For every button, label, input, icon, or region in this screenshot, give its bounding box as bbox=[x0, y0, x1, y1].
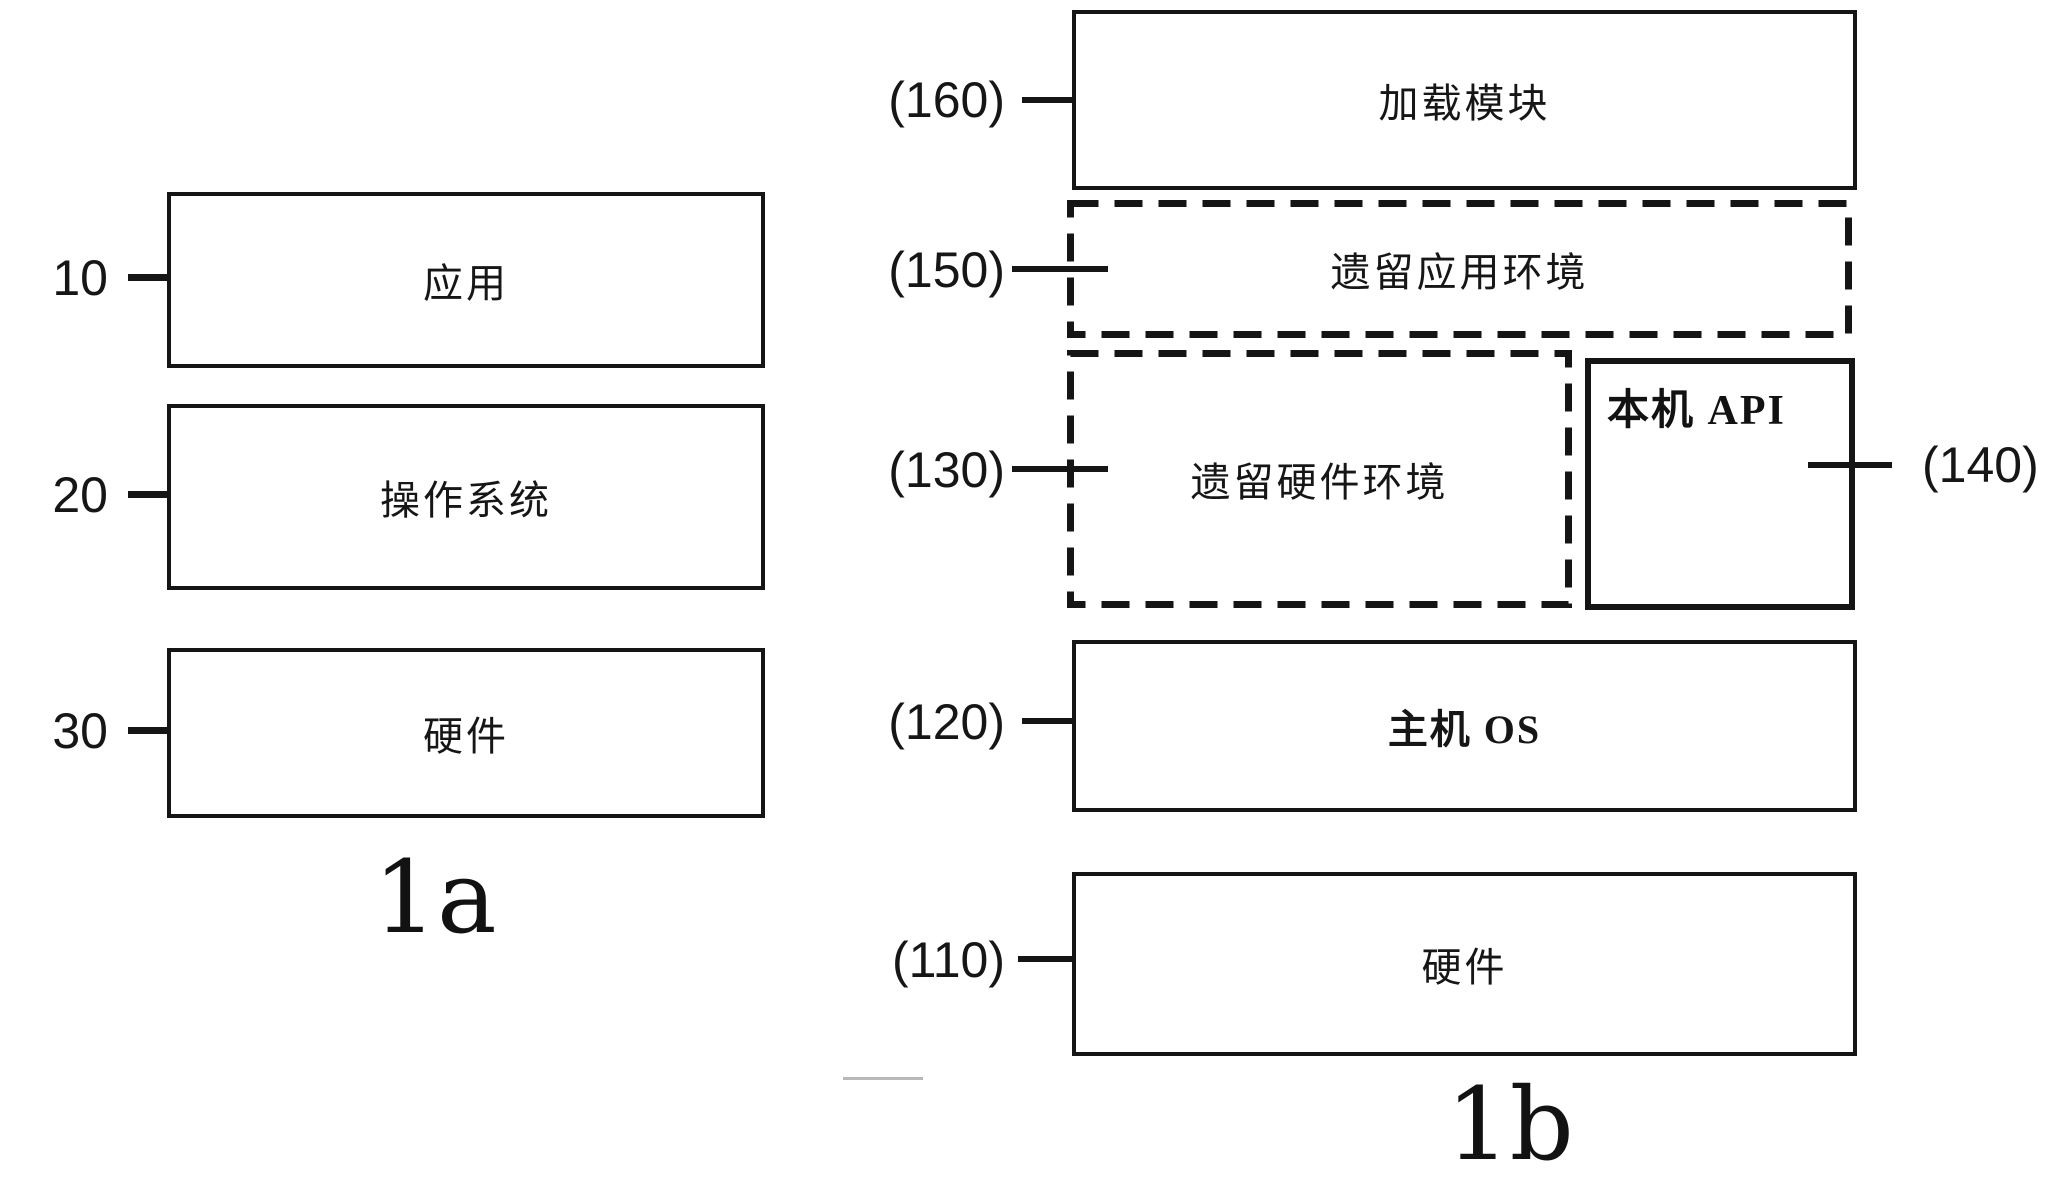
load-module-box-label: 加载模块 bbox=[1378, 81, 1551, 126]
host-os-box-label: 主机 OS bbox=[1387, 707, 1542, 752]
leader-line-130 bbox=[1012, 466, 1108, 472]
hardware-box-1a-label: 硬件 bbox=[423, 714, 509, 759]
os-box-label: 操作系统 bbox=[380, 478, 552, 523]
native-api-box: 本机 API bbox=[1585, 358, 1855, 610]
caption-1b-text: 1b bbox=[1446, 1066, 1574, 1177]
app-box: 应用 bbox=[167, 192, 765, 368]
ref-label-110: (110) bbox=[860, 930, 1005, 990]
ref-label-150: (150) bbox=[860, 240, 1005, 300]
hardware-box-1b-label: 硬件 bbox=[1421, 945, 1508, 990]
ref-label-20-text: 20 bbox=[52, 467, 108, 523]
legacy-hw-env-box: 遗留硬件环境 bbox=[1067, 350, 1572, 608]
ref-label-30: 30 bbox=[8, 701, 108, 761]
leader-line-150 bbox=[1012, 266, 1108, 272]
legacy-app-env-box-label: 遗留应用环境 bbox=[1330, 250, 1589, 295]
caption-1b: 1b bbox=[1370, 1066, 1650, 1177]
os-box: 操作系统 bbox=[167, 404, 765, 590]
leader-line-110 bbox=[1018, 956, 1116, 962]
ref-label-120-text: (120) bbox=[888, 694, 1005, 750]
ref-label-130-text: (130) bbox=[888, 442, 1005, 498]
leader-line-160 bbox=[1022, 97, 1106, 103]
legacy-app-env-box-border bbox=[1067, 200, 1852, 338]
load-module-box: 加载模块 bbox=[1072, 10, 1857, 190]
caption-1a: 1a bbox=[300, 839, 570, 956]
hardware-box-1b: 硬件 bbox=[1072, 872, 1857, 1056]
leader-line-120 bbox=[1022, 718, 1116, 724]
app-box-label: 应用 bbox=[423, 261, 509, 306]
ref-label-120: (120) bbox=[860, 692, 1005, 752]
ref-label-30-text: 30 bbox=[52, 703, 108, 759]
ref-label-10-text: 10 bbox=[52, 250, 108, 306]
scan-artifact-line bbox=[843, 1077, 923, 1080]
host-os-box: 主机 OS bbox=[1072, 640, 1857, 812]
ref-label-150-text: (150) bbox=[888, 242, 1005, 298]
legacy-app-env-box: 遗留应用环境 bbox=[1067, 200, 1852, 338]
ref-label-130: (130) bbox=[860, 440, 1005, 500]
ref-label-10: 10 bbox=[8, 248, 108, 308]
leader-line-140 bbox=[1808, 462, 1892, 468]
ref-label-140: (140) bbox=[1922, 435, 2052, 495]
ref-label-110-text: (110) bbox=[891, 932, 1005, 988]
caption-1a-text: 1a bbox=[373, 838, 497, 956]
legacy-hw-env-box-border bbox=[1067, 350, 1572, 608]
ref-label-140-text: (140) bbox=[1922, 437, 2039, 493]
hardware-box-1a: 硬件 bbox=[167, 648, 765, 818]
legacy-hw-env-box-label: 遗留硬件环境 bbox=[1190, 460, 1449, 505]
ref-label-20: 20 bbox=[8, 465, 108, 525]
native-api-box-label: 本机 API bbox=[1607, 388, 1786, 434]
ref-label-160: (160) bbox=[860, 70, 1005, 130]
ref-label-160-text: (160) bbox=[888, 72, 1005, 128]
